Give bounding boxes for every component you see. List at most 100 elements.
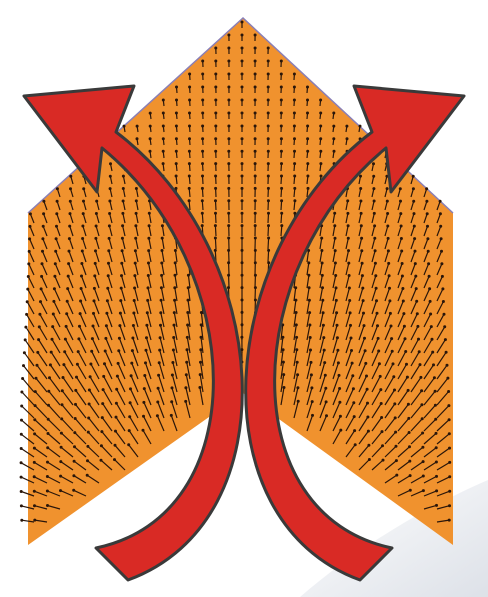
field-vector-head (392, 362, 395, 365)
field-vector-head (311, 400, 314, 403)
field-vector-head (101, 416, 104, 419)
field-vector-head (254, 150, 257, 153)
field-vector-head (149, 137, 152, 140)
field-vector-head (399, 187, 402, 190)
field-vector-head (267, 86, 270, 89)
field-vector-head (88, 403, 91, 406)
field-vector-head (319, 99, 322, 102)
field-vector-head (293, 125, 296, 128)
field-vector-head (338, 374, 341, 377)
field-vector-head (362, 312, 365, 315)
field-vector-head (201, 99, 204, 102)
field-vector-head (374, 262, 377, 265)
field-vector-head (142, 415, 145, 418)
field-vector-head (51, 338, 54, 341)
field-vector-head (227, 212, 230, 215)
field-vector-head (332, 112, 335, 115)
field-vector-head (241, 311, 244, 314)
field-vector-head (434, 418, 437, 421)
field-vector-head (128, 429, 131, 432)
field-vector-head (280, 60, 283, 63)
field-vector-head (282, 361, 285, 364)
field-vector-head (48, 376, 51, 379)
field-vector-head (188, 187, 191, 190)
field-vector-head (414, 262, 417, 265)
field-vector-head (56, 187, 59, 190)
field-vector-head (360, 212, 363, 215)
field-vector-head (422, 475, 425, 478)
field-vector-head (413, 225, 416, 228)
field-vector-head (174, 274, 177, 277)
field-vector-head (214, 199, 217, 202)
field-vector-head (63, 350, 66, 353)
field-vector-head (241, 86, 244, 89)
field-vector-head (428, 287, 431, 290)
field-vector-head (336, 324, 339, 327)
field-vector-head (427, 262, 430, 265)
field-vector-head (186, 336, 189, 339)
field-vector-head (267, 73, 270, 76)
field-vector-head (401, 275, 404, 278)
field-vector-head (388, 299, 391, 302)
field-vector-head (171, 361, 174, 364)
field-vector-head (198, 386, 201, 389)
field-vector-head (307, 261, 310, 264)
field-vector-head (374, 274, 377, 277)
field-vector-head (89, 375, 92, 378)
field-vector-head (280, 224, 283, 227)
field-vector-head (306, 175, 309, 178)
field-vector-head (214, 73, 217, 76)
field-vector-head (334, 262, 337, 265)
field-vector-head (175, 162, 178, 165)
field-vector (215, 238, 216, 249)
field-vector-head (227, 73, 230, 76)
field-vector-head (254, 199, 257, 202)
field-vector-head (129, 401, 132, 404)
field-vector-head (338, 401, 341, 404)
field-vector-head (33, 447, 36, 450)
field-vector-head (361, 274, 364, 277)
field-vector-head (144, 361, 147, 364)
field-vector-head (20, 405, 23, 408)
field-vector-head (135, 187, 138, 190)
field-vector-head (347, 249, 350, 252)
field-vector-head (306, 150, 309, 153)
field-vector-head (119, 312, 122, 315)
field-vector-head (65, 312, 68, 315)
field-vector-head (446, 364, 449, 367)
field-vector-head (114, 430, 117, 433)
field-vector-head (201, 224, 204, 227)
field-vector-head (391, 350, 394, 353)
field-vector-head (92, 325, 95, 328)
field-vector-head (359, 187, 362, 190)
field-vector-head (319, 137, 322, 140)
field-vector-head (401, 262, 404, 265)
field-vector-head (347, 262, 350, 265)
field-vector-head (293, 86, 296, 89)
field-vector-head (143, 387, 146, 390)
field-vector-head (293, 99, 296, 102)
field-vector-head (105, 312, 108, 315)
field-vector-head (53, 275, 56, 278)
field-vector-head (427, 250, 430, 253)
field-vector-head (147, 262, 150, 265)
field-vector-head (280, 73, 283, 76)
field-vector-head (94, 249, 97, 252)
field-vector-head (267, 237, 270, 240)
field-vector-head (93, 299, 96, 302)
field-vector-head (420, 389, 423, 392)
field-vector-head (309, 349, 312, 352)
field-vector-head (161, 249, 164, 252)
field-vector-head (102, 388, 105, 391)
field-vector-head (435, 461, 438, 464)
field-vector-head (361, 287, 364, 290)
field-vector-head (121, 249, 124, 252)
field-vector-head (439, 200, 442, 203)
field-vector-head (86, 459, 89, 462)
field-vector-head (254, 274, 257, 277)
field-vector-head (92, 312, 95, 315)
field-vector-head (173, 299, 176, 302)
field-vector (268, 250, 269, 262)
field-vector-head (440, 262, 443, 265)
field-vector-head (132, 324, 135, 327)
